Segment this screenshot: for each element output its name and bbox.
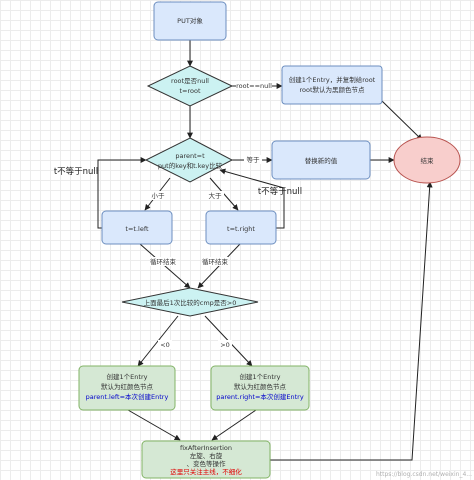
edge-left-loop (97, 157, 147, 229)
edge-fix-to-end (270, 181, 433, 461)
root-null-decision (146, 65, 234, 107)
watermark-text: https://blog.csdn.net/weixin_4... (376, 471, 472, 478)
edge-label-bg (149, 191, 167, 200)
fix-label-2: 左旋、右旋 (190, 451, 223, 460)
edge-label-t-not-null-right: t不等于null (258, 186, 302, 197)
edge-left-to-fix (127, 409, 181, 441)
edge-label-lt0: <0 (160, 341, 170, 349)
cmp-decision (121, 287, 259, 317)
create-left-label-2: 默认为红颜色节点 (101, 382, 154, 391)
go-left-node (101, 210, 173, 245)
create-left-label-3: parent.left=本次创建Entry (86, 392, 169, 401)
create-left-node (78, 365, 176, 411)
edge-label-gt0: >0 (220, 341, 230, 349)
edge-label-bg (236, 81, 272, 90)
end-label: 结束 (421, 156, 435, 165)
create-root-label-2: root默认为黑颜色节点 (299, 85, 365, 94)
edge-label-bg (158, 340, 172, 349)
cmp-decision-label: 上面最后1次比较的cmp是否>0 (144, 298, 237, 307)
compare-label-2: put的key和t.key比较 (158, 161, 223, 170)
fix-label-1: fixAfterInsertion (180, 444, 232, 452)
edge-label-loop-end-right: 循环结束 (202, 257, 229, 266)
create-root-node (281, 65, 383, 105)
edge-label-bg (150, 257, 176, 266)
create-left-label-1: 创建1个Entry (107, 372, 148, 381)
create-right-node (210, 365, 310, 411)
put-object-label: PUT对象 (177, 16, 203, 25)
fix-label-4: 这里只关注主线，不细化 (170, 467, 242, 476)
compare-label-1: parent=t (175, 152, 205, 160)
edge-createroot-to-end (380, 99, 423, 141)
edge-label-greater: 大于 (209, 191, 223, 200)
go-right-label: t=t.right (227, 225, 255, 233)
create-right-label-3: parent.right=本次创建Entry (216, 392, 304, 401)
edge-label-bg (244, 155, 262, 164)
replace-node (271, 140, 371, 180)
edge-right-to-fix (211, 409, 257, 441)
create-right-label-1: 创建1个Entry (240, 372, 281, 381)
go-right-node (205, 210, 277, 245)
edge-label-t-not-null-left: t不等于null (54, 166, 98, 177)
compare-decision (144, 137, 234, 183)
edge-label-less: 小于 (152, 191, 166, 200)
edge-label-loop-end-left: 循环结束 (150, 257, 177, 266)
fix-node (141, 440, 271, 479)
put-object-node (153, 1, 227, 41)
end-node (393, 136, 461, 184)
edge-label-bg (206, 191, 224, 200)
go-left-label: t=t.left (125, 225, 149, 233)
edge-right-loop (219, 168, 285, 229)
root-null-label-2: t=root (179, 87, 200, 95)
edge-label-bg (202, 257, 228, 266)
edge-label-root-null: root==null (236, 82, 272, 90)
edge-label-equal: 等于 (247, 155, 261, 164)
create-root-label-1: 创建1个Entry，并复制给root (289, 75, 376, 84)
edge-label-bg (218, 340, 232, 349)
replace-label: 替换新的值 (305, 156, 338, 165)
fix-label-3: 、变色等操作 (187, 459, 227, 468)
root-null-label-1: root是否null (171, 77, 209, 85)
create-right-label-2: 默认为红颜色节点 (234, 382, 287, 391)
